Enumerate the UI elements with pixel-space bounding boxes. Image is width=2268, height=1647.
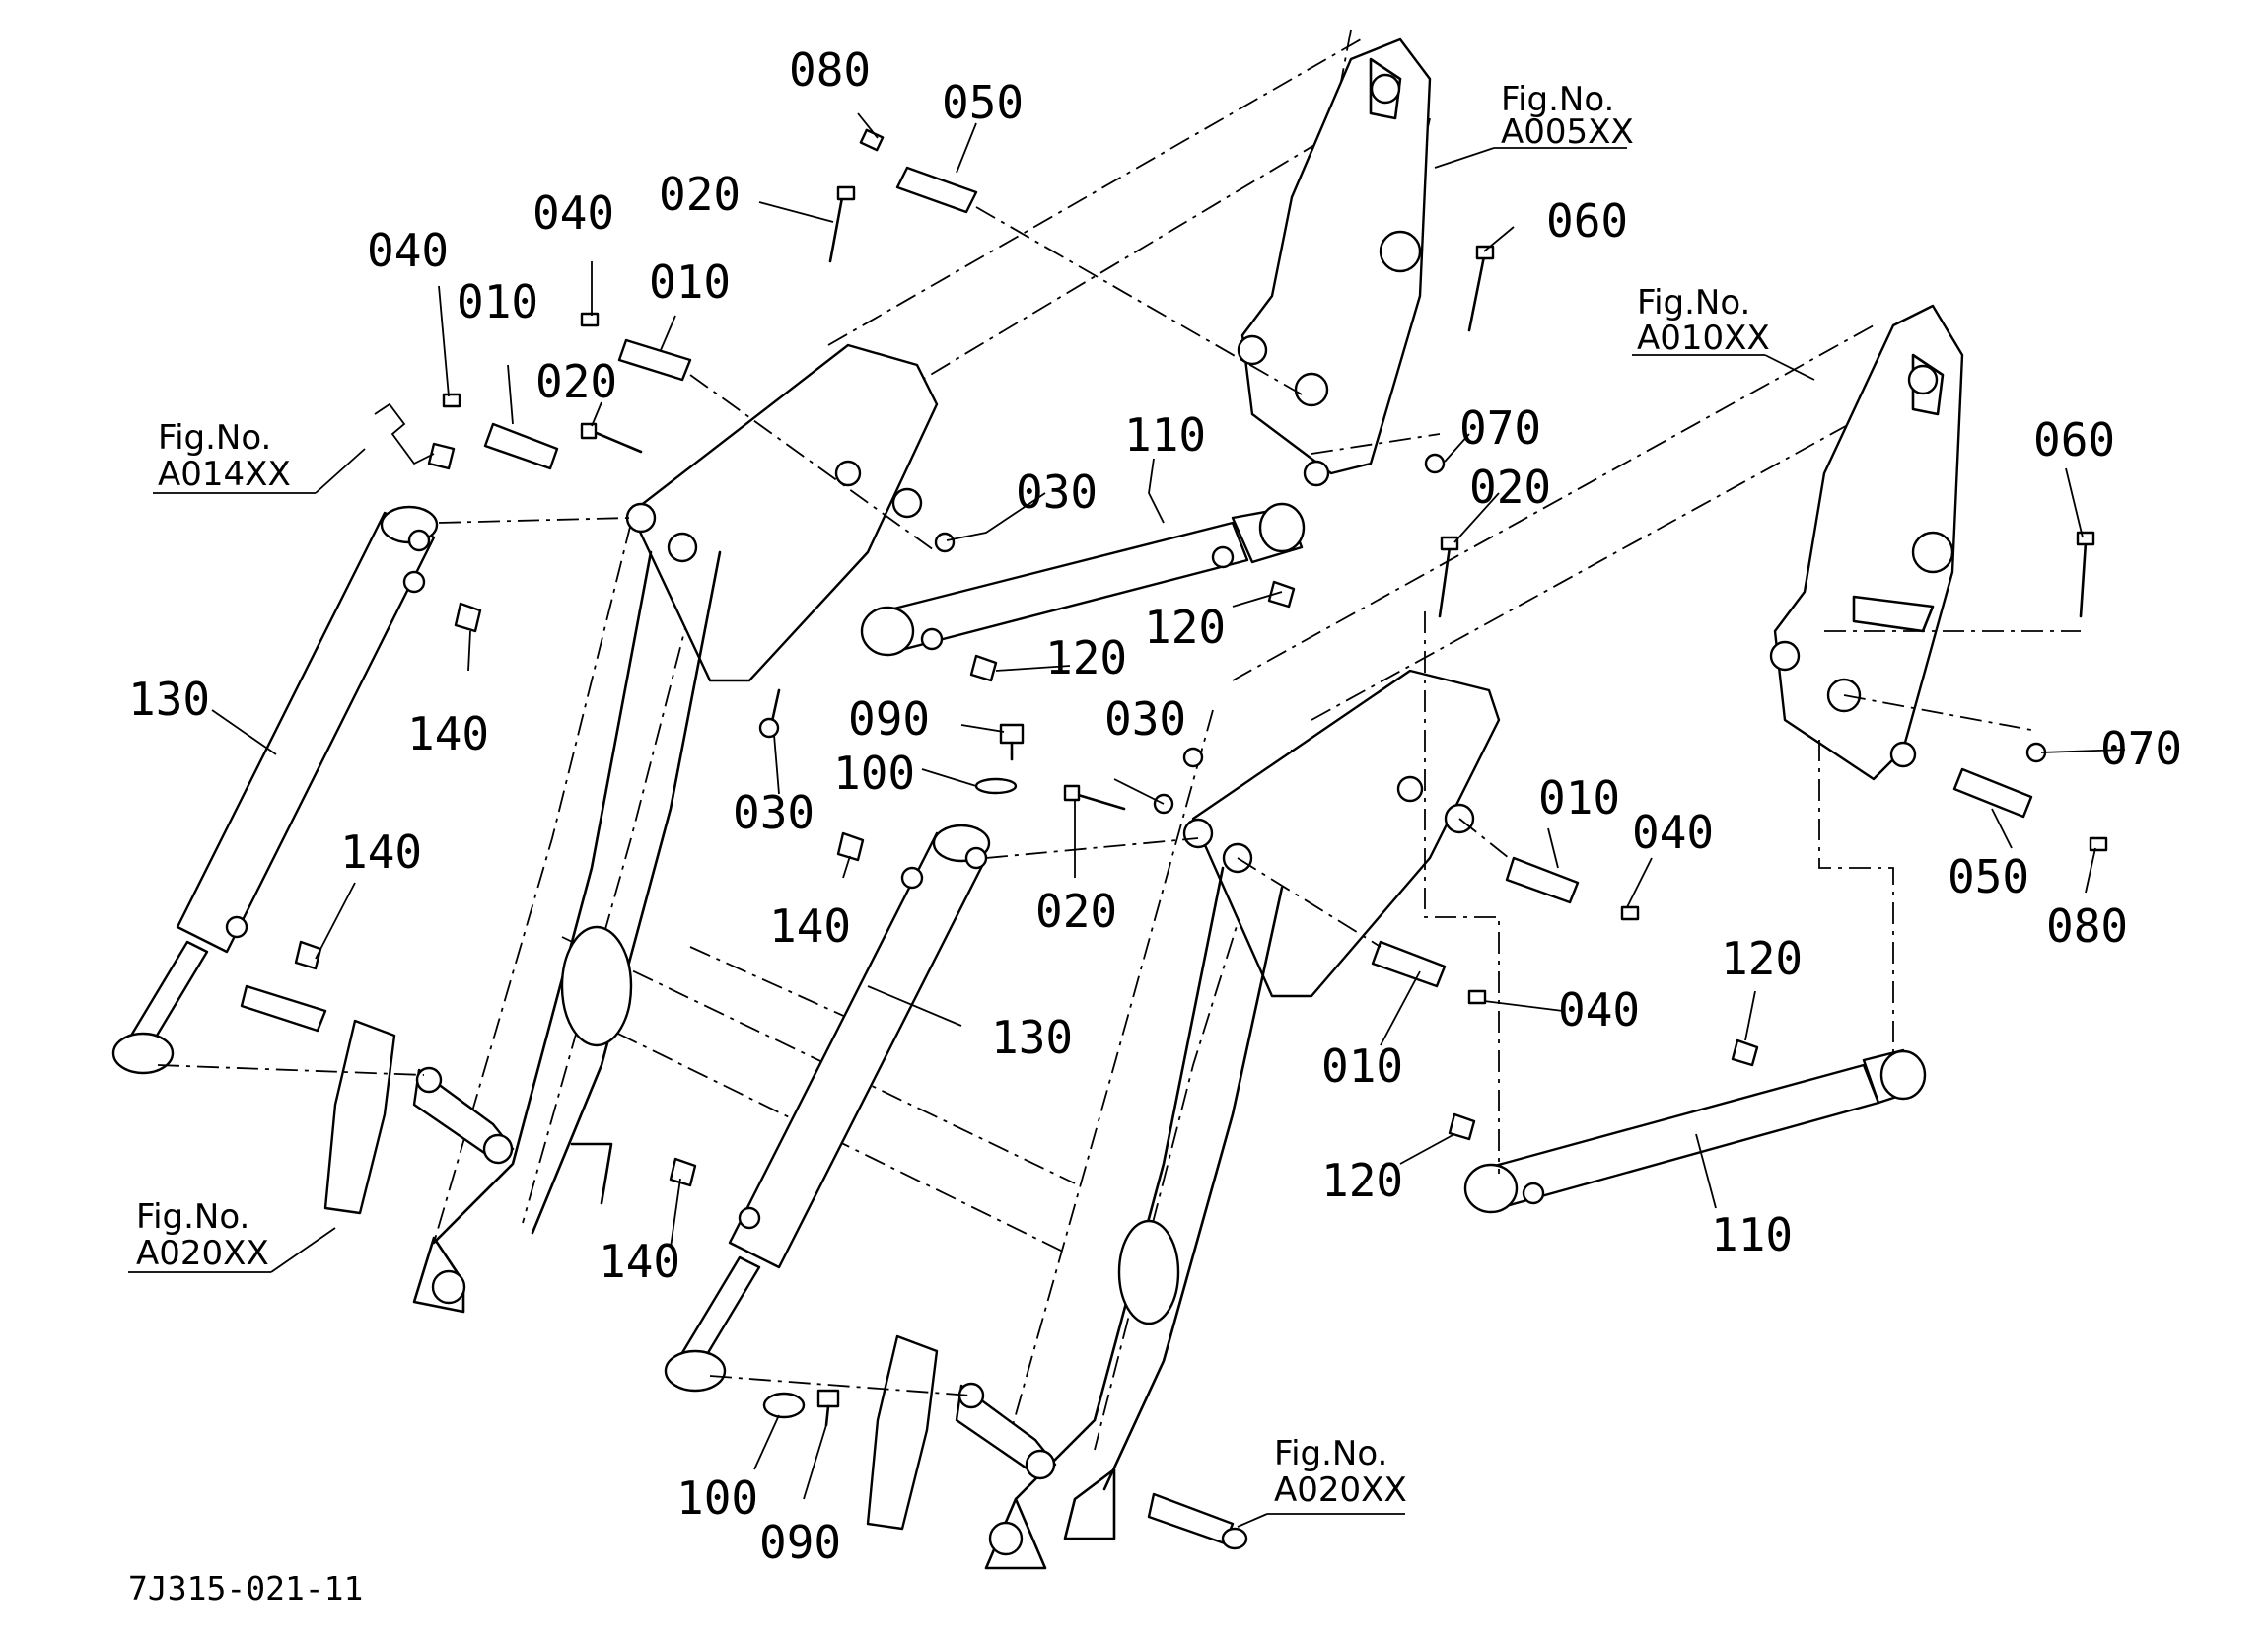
quick-attach-left bbox=[240, 984, 515, 1215]
callout-010: 010 bbox=[1321, 1039, 1403, 1093]
callout-020: 020 bbox=[535, 355, 617, 408]
callout-140: 140 bbox=[407, 707, 489, 760]
fig-code: A020XX bbox=[1274, 1470, 1407, 1510]
lower-bucket-cylinder bbox=[1463, 1048, 1927, 1214]
quick-attach-right bbox=[866, 1334, 1248, 1550]
callout-080: 080 bbox=[789, 43, 871, 97]
callout-090: 090 bbox=[848, 692, 930, 746]
document-number: 7J315-021-11 bbox=[128, 1569, 363, 1608]
callout-120: 120 bbox=[1321, 1154, 1403, 1207]
callout-130: 130 bbox=[128, 673, 210, 726]
callout-050: 050 bbox=[1948, 850, 2029, 903]
center-lift-cylinder bbox=[664, 824, 991, 1393]
callout-090: 090 bbox=[759, 1516, 841, 1569]
leader-lines bbox=[157, 112, 2126, 1500]
callout-030: 030 bbox=[733, 786, 815, 839]
left-boom-frame bbox=[412, 343, 939, 1314]
pins-and-bolts bbox=[294, 128, 2108, 1427]
figure-reference-a020-left: Fig.No. A020XX bbox=[128, 1197, 336, 1273]
fig-label: Fig.No. bbox=[1637, 283, 1750, 322]
callout-140: 140 bbox=[769, 899, 851, 953]
right-boom-frame bbox=[984, 669, 1501, 1570]
callout-110: 110 bbox=[1711, 1208, 1793, 1261]
callout-040: 040 bbox=[1558, 983, 1640, 1037]
fig-code: A005XX bbox=[1501, 112, 1634, 152]
upper-bucket-cylinder bbox=[860, 502, 1306, 657]
callout-120: 120 bbox=[1045, 631, 1127, 684]
callout-070: 070 bbox=[2100, 722, 2182, 775]
upper-bracket bbox=[1237, 37, 1432, 487]
figure-reference-a020-bottom: Fig.No. A020XX bbox=[1237, 1434, 1407, 1528]
callout-010: 010 bbox=[1538, 771, 1620, 824]
callout-110: 110 bbox=[1124, 408, 1206, 462]
fig-code: A020XX bbox=[136, 1234, 269, 1273]
callout-050: 050 bbox=[942, 76, 1024, 129]
callout-020: 020 bbox=[1035, 885, 1117, 938]
part-callouts: 080 050 020 040 010 040 010 020 110 030 … bbox=[128, 43, 2182, 1569]
figure-reference-a010: Fig.No. A010XX bbox=[1632, 283, 1815, 381]
callout-080: 080 bbox=[2046, 899, 2128, 953]
fig-code: A010XX bbox=[1637, 319, 1770, 358]
callout-020: 020 bbox=[659, 168, 741, 221]
callout-140: 140 bbox=[599, 1235, 680, 1288]
callout-040: 040 bbox=[1632, 806, 1714, 859]
callout-010: 010 bbox=[649, 255, 731, 309]
callout-040: 040 bbox=[367, 224, 449, 277]
callout-100: 100 bbox=[833, 747, 915, 800]
callout-010: 010 bbox=[457, 275, 538, 328]
callout-030: 030 bbox=[1016, 465, 1098, 519]
fig-label: Fig.No. bbox=[158, 418, 271, 458]
callout-120: 120 bbox=[1144, 601, 1226, 654]
figure-reference-a014: Fig.No. A014XX bbox=[153, 402, 435, 494]
callout-060: 060 bbox=[2033, 413, 2115, 466]
callout-020: 020 bbox=[1469, 461, 1551, 514]
callout-060: 060 bbox=[1546, 194, 1628, 248]
callout-130: 130 bbox=[991, 1011, 1073, 1064]
fig-code: A014XX bbox=[158, 455, 291, 494]
fig-label: Fig.No. bbox=[1501, 80, 1614, 119]
fig-label: Fig.No. bbox=[1274, 1434, 1387, 1473]
fig-label: Fig.No. bbox=[136, 1197, 249, 1237]
right-upright bbox=[1769, 304, 1964, 781]
callout-120: 120 bbox=[1721, 932, 1803, 985]
figure-reference-a005: Fig.No. A005XX bbox=[1434, 80, 1634, 169]
callout-070: 070 bbox=[1459, 401, 1541, 455]
callout-140: 140 bbox=[340, 825, 422, 879]
callout-100: 100 bbox=[676, 1471, 758, 1525]
callout-030: 030 bbox=[1104, 692, 1186, 746]
left-lift-cylinder bbox=[111, 505, 439, 1075]
callout-040: 040 bbox=[532, 186, 614, 240]
